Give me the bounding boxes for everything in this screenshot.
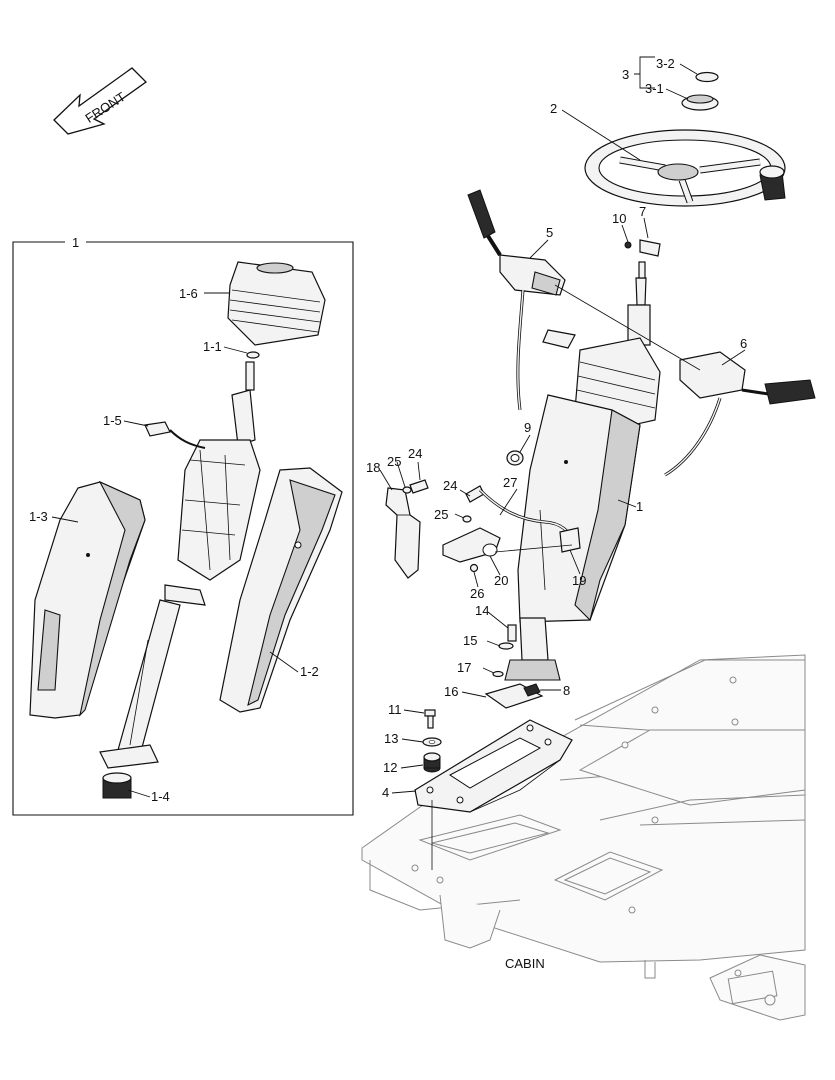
callout-25-lower: 25 [434, 507, 448, 522]
washer-13 [422, 737, 442, 747]
washer-25-lower [462, 515, 472, 523]
bolt-10 [624, 241, 632, 249]
callout-1: 1 [636, 499, 643, 514]
callout-20: 20 [494, 573, 508, 588]
callout-14: 14 [475, 603, 489, 618]
callout-6: 6 [740, 336, 747, 351]
shift-lever-left [467, 189, 566, 411]
bolt-24-lower [465, 485, 485, 503]
callout-9: 9 [524, 420, 531, 435]
callout-8: 8 [563, 683, 570, 698]
column-assembly-inner [99, 361, 261, 769]
front-direction-arrow: FRONT [53, 67, 148, 135]
callout-17: 17 [457, 660, 471, 675]
callout-13: 13 [384, 731, 398, 746]
callout-3: 3 [622, 67, 629, 82]
horn-cap [681, 94, 719, 111]
cabin-floor [361, 654, 806, 1021]
washer-17 [492, 670, 504, 678]
washer-15 [498, 642, 514, 650]
callout-7: 7 [639, 204, 646, 219]
callout-26: 26 [470, 586, 484, 601]
leader-lines [51, 56, 746, 798]
callout-18: 18 [366, 460, 380, 475]
callout-19: 19 [572, 573, 586, 588]
callout-4: 4 [382, 785, 389, 800]
callout-11: 11 [388, 702, 402, 717]
nut-8 [523, 683, 541, 697]
callout-25-upper: 25 [387, 454, 401, 469]
collar-1-4 [102, 772, 132, 799]
callout-24-upper: 24 [408, 446, 422, 461]
clip-19 [559, 527, 581, 553]
detail-box-assembly-1: 1 [12, 235, 354, 816]
callout-3-2: 3-2 [656, 56, 675, 71]
steering-column [504, 261, 661, 681]
detail-box-label: 1 [72, 235, 79, 250]
callout-2: 2 [550, 101, 557, 116]
callout-1-3: 1-3 [29, 509, 48, 524]
cover-left-1-3 [29, 480, 146, 719]
callout-16: 16 [444, 684, 458, 699]
base-plate-4 [414, 719, 573, 813]
callout-1-5: 1-5 [103, 413, 122, 428]
bolt-11 [424, 709, 436, 729]
boot-1-6 [227, 261, 326, 346]
rubber-mount-12 [423, 752, 441, 773]
harness-1-5 [144, 421, 206, 449]
cover-right-1-2 [219, 467, 343, 713]
nut-7 [639, 239, 661, 257]
callout-15: 15 [463, 633, 477, 648]
shift-lever-right [542, 329, 816, 477]
bushing-1-1 [246, 351, 260, 359]
nut-26 [469, 563, 479, 573]
steering-wheel [584, 129, 786, 207]
grommet-9 [506, 450, 524, 466]
callout-10: 10 [612, 211, 626, 226]
callout-5: 5 [546, 225, 553, 240]
bracket-20 [442, 527, 501, 563]
callout-12: 12 [383, 760, 397, 775]
callout-1-4: 1-4 [151, 789, 170, 804]
bolt-24-upper [409, 479, 429, 494]
callout-1-1: 1-1 [203, 339, 222, 354]
cabin-label: CABIN [505, 956, 545, 971]
bracket-18 [385, 487, 421, 579]
callout-24-lower: 24 [443, 478, 457, 493]
callout-3-1: 3-1 [645, 81, 664, 96]
callout-1-6: 1-6 [179, 286, 198, 301]
callout-27: 27 [503, 475, 517, 490]
callout-1-2: 1-2 [300, 664, 319, 679]
bolt-14 [507, 624, 517, 642]
callout-labels: 1-6 1-1 1-5 1-3 1-2 1-4 1 2 3 3-2 3-1 5 … [29, 56, 747, 804]
horn-cap-emblem [695, 71, 719, 83]
washer-25-upper [402, 486, 412, 494]
